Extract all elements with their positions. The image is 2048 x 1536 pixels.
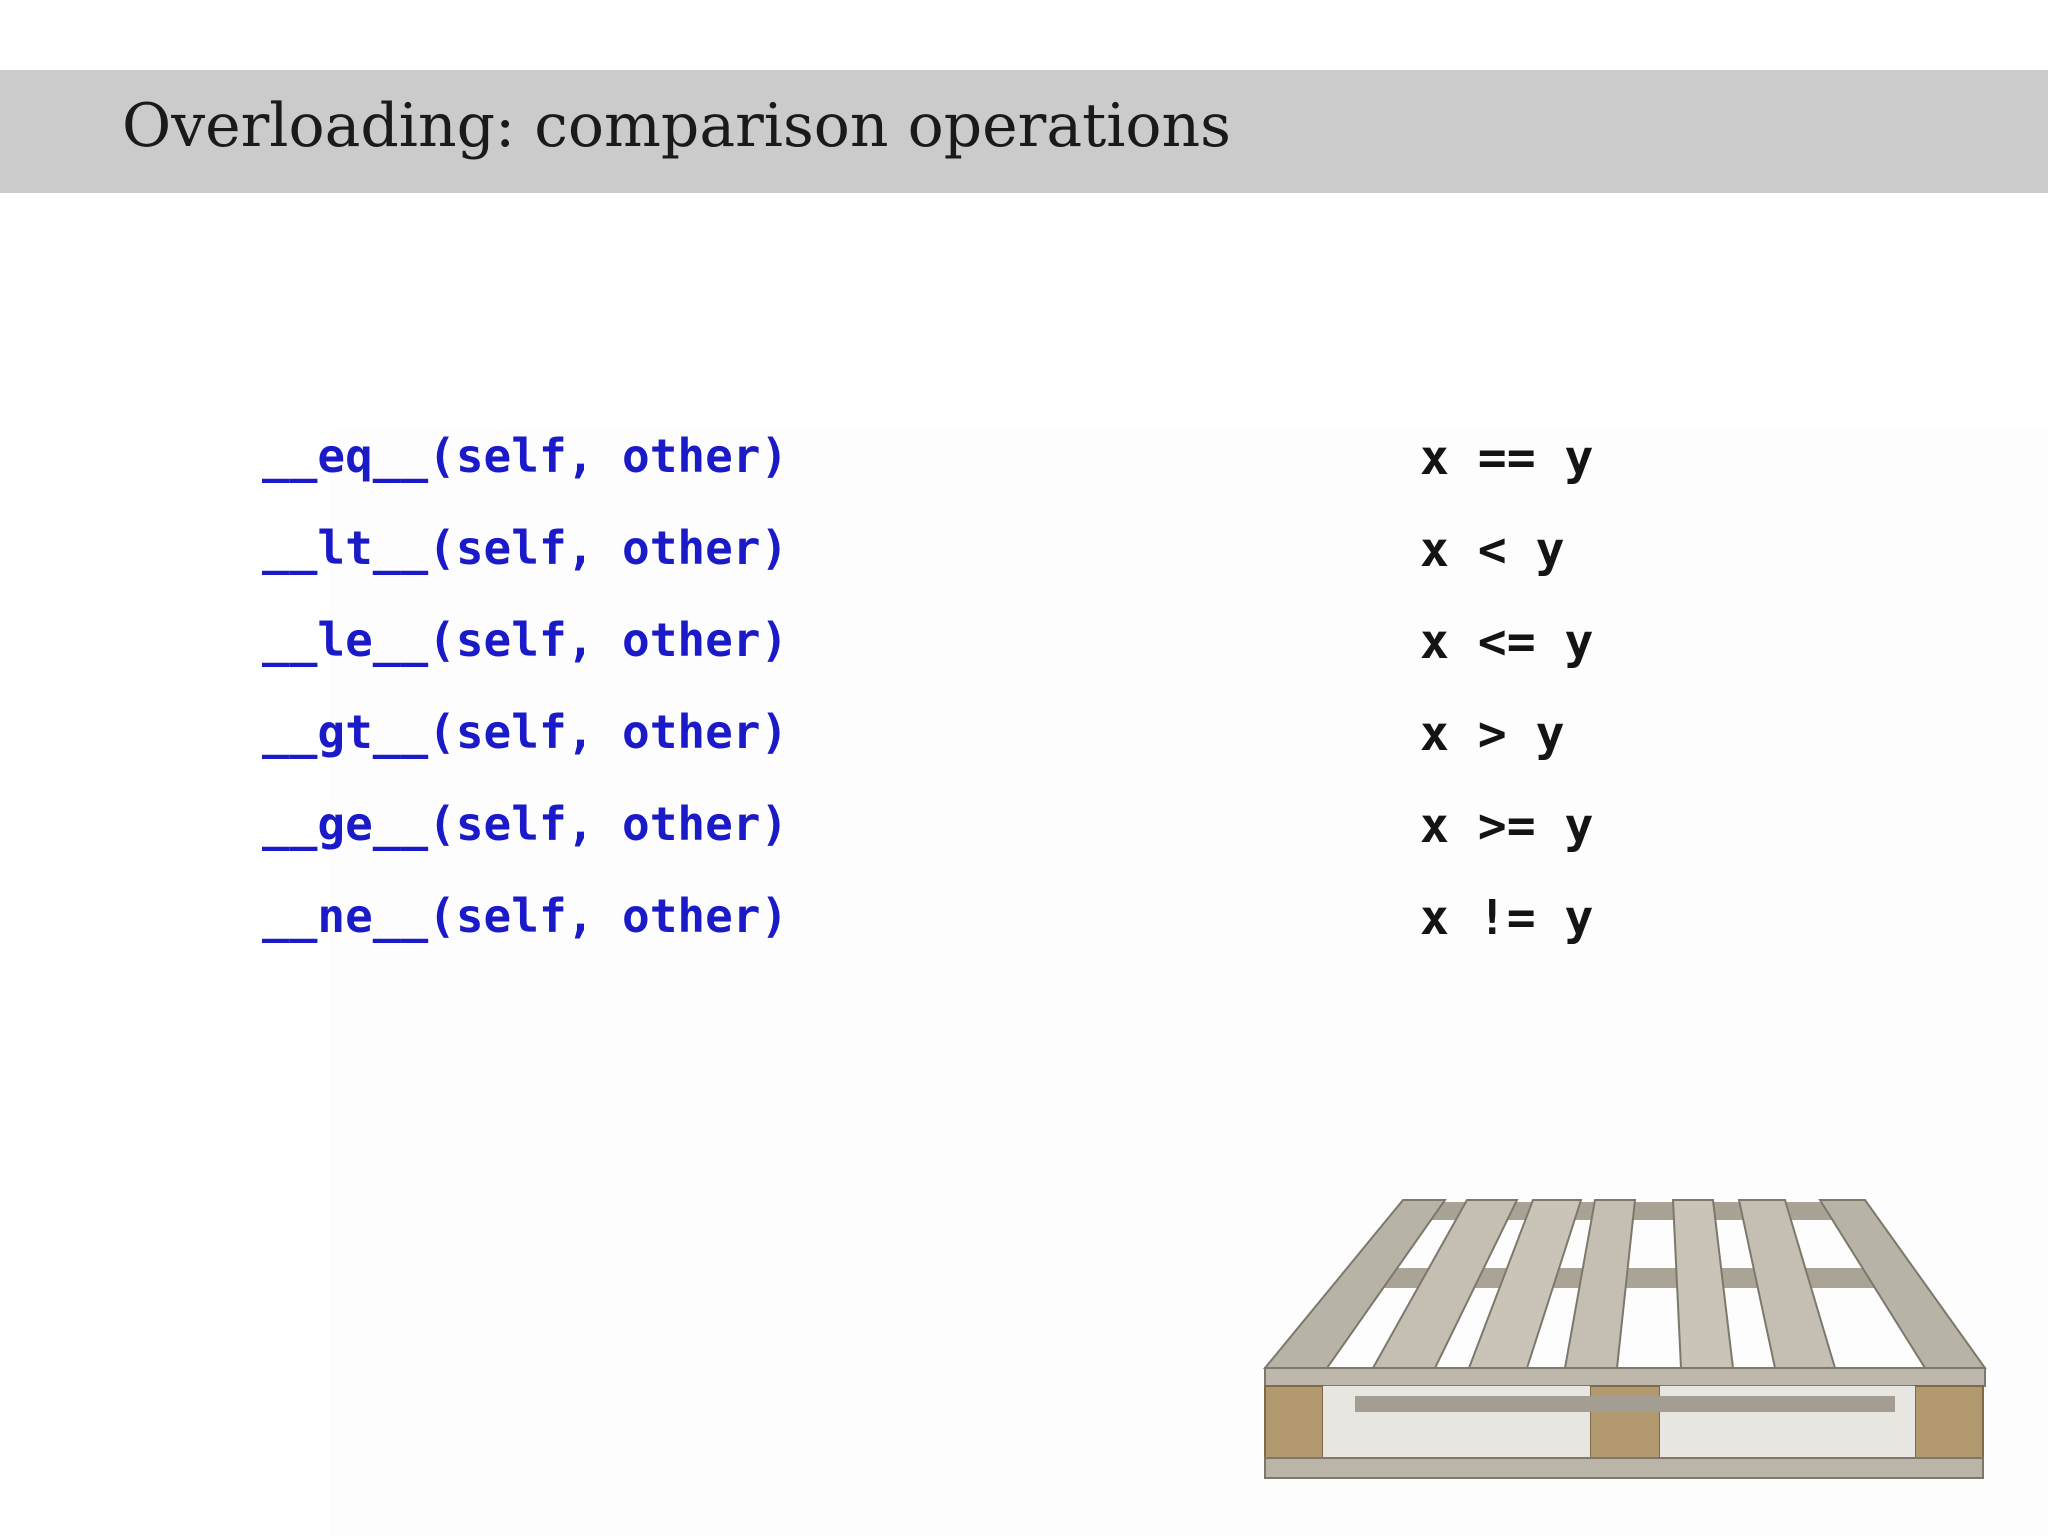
pallet-icon xyxy=(1262,1199,1987,1479)
method-lt: __lt__(self, other) xyxy=(262,521,789,575)
method-ne: __ne__(self, other) xyxy=(262,889,789,943)
method-le: __le__(self, other) xyxy=(262,613,789,667)
expression-lt: x < y xyxy=(1420,522,1565,578)
expression-le: x <= y xyxy=(1420,614,1594,670)
expression-gt: x > y xyxy=(1420,706,1565,762)
title-bar xyxy=(0,70,2048,193)
expression-ne: x != y xyxy=(1420,890,1594,946)
slide-title: Overloading: comparison operations xyxy=(122,91,1231,161)
method-eq: __eq__(self, other) xyxy=(262,429,789,483)
content-background xyxy=(330,430,2048,1536)
expression-eq: x == y xyxy=(1420,430,1594,486)
method-gt: __gt__(self, other) xyxy=(262,705,789,759)
expression-ge: x >= y xyxy=(1420,798,1594,854)
method-ge: __ge__(self, other) xyxy=(262,797,789,851)
